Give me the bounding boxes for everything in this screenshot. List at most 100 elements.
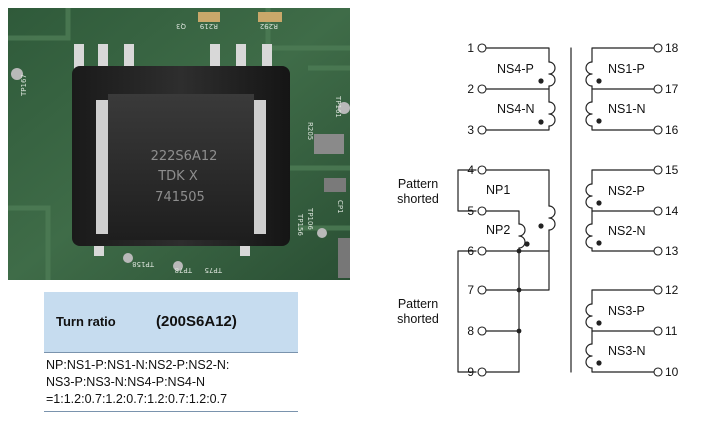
- pin-circle: [477, 206, 487, 216]
- coil-ns3n: [585, 343, 593, 369]
- short-bracket-lower: [457, 250, 477, 373]
- coil-np2: [518, 223, 526, 249]
- pin-label-18: 18: [665, 41, 679, 55]
- pin-label-14: 14: [665, 204, 679, 218]
- pin-label-9: 9: [467, 365, 474, 379]
- winding-label-ns3p: NS3-P: [608, 304, 645, 318]
- silk-tp75: TP75: [205, 266, 223, 274]
- polarity-dot: [596, 320, 602, 326]
- polarity-dot: [538, 223, 544, 229]
- turn-ratio-body: NP:NS1-P:NS1-N:NS2-P:NS2-N: NS3-P:NS3-N:…: [44, 353, 298, 412]
- wire-pin1: [485, 47, 550, 63]
- winding-label-ns2n: NS2-N: [608, 224, 646, 238]
- pin-circle: [477, 84, 487, 94]
- silk-q3: Q3: [176, 22, 186, 30]
- pin-label-7: 7: [467, 283, 474, 297]
- polarity-dot: [538, 119, 544, 125]
- core-clip-right: [254, 100, 266, 234]
- wire-pin17: [591, 85, 655, 90]
- pin-label-10: 10: [665, 365, 679, 379]
- silk-tp78: TP78: [175, 266, 193, 274]
- winding-label-np2: NP2: [486, 223, 510, 237]
- junction-dot: [516, 287, 522, 293]
- connector: [338, 238, 350, 278]
- winding-label-ns4p: NS4-P: [497, 62, 534, 76]
- pin-circle: [477, 326, 487, 336]
- junction-dot: [516, 248, 522, 254]
- transformer-core: [108, 94, 254, 240]
- winding-label-np1: NP1: [486, 183, 510, 197]
- turn-ratio-line: NS3-P:NS3-N:NS4-P:NS4-N: [46, 375, 206, 389]
- polarity-dot: [596, 200, 602, 206]
- test-point: [338, 102, 350, 114]
- wire-pin2: [485, 85, 550, 90]
- coil-np: [548, 205, 556, 231]
- turn-ratio-line: NP:NS1-P:NS1-N:NS2-P:NS2-N:: [46, 358, 230, 372]
- transformer-photo: 222S6A12 TDK X 741505 R219 R292 Q3 TP167…: [8, 8, 350, 280]
- wire-pin13: [591, 247, 655, 252]
- silk-tp156: TP156: [296, 213, 304, 236]
- annotation-pattern-upper: Pattern: [398, 177, 438, 191]
- marking-line-1: 222S6A12: [151, 149, 218, 164]
- silk-tp106: TP106: [306, 207, 314, 230]
- test-point: [173, 261, 183, 271]
- short-bracket-upper: [457, 169, 477, 212]
- pin-label-5: 5: [467, 204, 474, 218]
- coil-ns4p: [548, 61, 556, 87]
- winding-label-ns1p: NS1-P: [608, 62, 645, 76]
- pin-label-4: 4: [467, 163, 474, 177]
- resistor-r219: [198, 12, 220, 22]
- pin-circle: [653, 246, 663, 256]
- pin-circle: [653, 326, 663, 336]
- wire-pin15: [591, 169, 655, 185]
- annotation-pattern-lower: Pattern: [398, 297, 438, 311]
- winding-label-ns3n: NS3-N: [608, 344, 646, 358]
- pin-circle: [653, 84, 663, 94]
- silk-tp167: TP167: [20, 74, 28, 97]
- pin-circle: [477, 165, 487, 175]
- marking-line-3: 741505: [155, 190, 205, 205]
- turn-ratio-line: =1:1.2:0.7:1.2:0.7:1.2:0.7:1.2:0.7: [46, 392, 228, 406]
- junction-dot: [516, 328, 522, 334]
- turn-ratio-header: Turn ratio (200S6A12): [44, 292, 298, 353]
- pin-circle: [477, 367, 487, 377]
- component: [324, 178, 346, 192]
- wire-pin11: [591, 327, 655, 332]
- wire-pin10: [591, 367, 655, 373]
- wire-pin4: [485, 169, 550, 207]
- winding-label-ns4n: NS4-N: [497, 102, 535, 116]
- pin-label-13: 13: [665, 244, 679, 258]
- pin-label-17: 17: [665, 82, 679, 96]
- annotation-shorted-lower: shorted: [397, 312, 439, 326]
- pin-circle: [653, 367, 663, 377]
- pin-label-3: 3: [467, 123, 474, 137]
- core-clip-left: [96, 100, 108, 234]
- polarity-dot: [596, 78, 602, 84]
- polarity-dot: [524, 241, 530, 247]
- winding-label-ns1n: NS1-N: [608, 102, 646, 116]
- annotation-shorted-upper: shorted: [397, 192, 439, 206]
- pin-circle: [653, 165, 663, 175]
- coil-ns1p: [585, 61, 593, 87]
- wire-pin16: [591, 125, 655, 131]
- wire-pin3: [485, 125, 550, 131]
- turn-ratio-label: Turn ratio: [56, 314, 116, 329]
- resistor-r292: [258, 12, 282, 22]
- pin-circle: [653, 125, 663, 135]
- silk-r292: R292: [260, 22, 278, 30]
- marking-line-2: TDK X: [157, 169, 198, 184]
- pin-label-11: 11: [665, 324, 678, 338]
- polarity-dot: [538, 78, 544, 84]
- silk-cp1: CP1: [336, 200, 344, 214]
- pin-circle: [653, 285, 663, 295]
- coil-ns2n: [585, 223, 593, 249]
- coil-ns2p: [585, 183, 593, 209]
- pin-label-15: 15: [665, 163, 679, 177]
- pin-circle: [477, 285, 487, 295]
- winding-label-ns2p: NS2-P: [608, 184, 645, 198]
- turn-ratio-table: Turn ratio (200S6A12) NP:NS1-P:NS1-N:NS2…: [44, 292, 298, 412]
- turn-ratio-part-number: (200S6A12): [156, 313, 237, 330]
- pin-label-16: 16: [665, 123, 679, 137]
- wire-pin14: [591, 207, 655, 212]
- wire-pin12: [591, 289, 655, 305]
